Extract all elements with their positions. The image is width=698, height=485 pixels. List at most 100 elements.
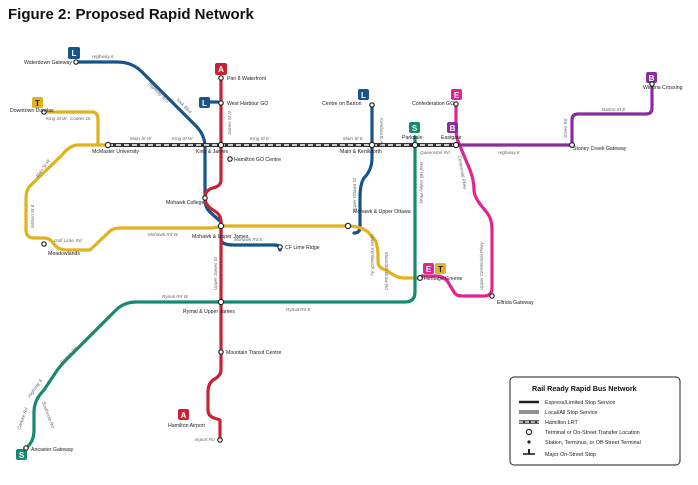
badge-s-ancaster: S bbox=[16, 449, 27, 460]
road-cootes-dr: Cootes Dr bbox=[70, 116, 91, 121]
badge-b-winona: B bbox=[646, 72, 657, 83]
badge-a-airport: A bbox=[178, 409, 189, 420]
svg-text:Local/All Stop Service: Local/All Stop Service bbox=[545, 410, 597, 416]
road-main-st-e: Main St E bbox=[343, 136, 364, 141]
station-main-kenilworth bbox=[368, 141, 376, 149]
station-dundas bbox=[41, 109, 47, 115]
legend-item-lrt: Hamilton LRT bbox=[519, 420, 579, 426]
station-centre-barton bbox=[369, 102, 375, 108]
route-badges: L A L T L S B E B E T A S bbox=[16, 47, 657, 460]
label-mcmaster: McMaster University bbox=[92, 149, 139, 155]
route-t-main bbox=[24, 143, 422, 280]
label-main-kenilworth: Main & Kenilworth bbox=[340, 149, 382, 155]
road-kenilworth-av: Kenilworth Av bbox=[379, 118, 384, 147]
road-king-st-w: King St W bbox=[46, 116, 67, 121]
svg-text:Hamilton LRT: Hamilton LRT bbox=[545, 420, 579, 426]
legend-item-local: Local/All Stop Service bbox=[519, 410, 597, 416]
svg-text:T: T bbox=[35, 99, 40, 108]
label-parkdale: Parkdale bbox=[402, 135, 423, 141]
station-ancaster bbox=[23, 445, 29, 451]
station-rymal-upper-james bbox=[217, 298, 225, 306]
station-airport bbox=[217, 437, 223, 443]
label-hamilton-go: Hamilton GO Centre bbox=[234, 157, 281, 163]
station-heritage-greene bbox=[417, 275, 424, 282]
legend-item-express: Express/Limited Stop Service bbox=[519, 400, 615, 406]
station-eastgate bbox=[452, 141, 460, 149]
label-mohawk-upper-ottawa: Mohawk & Upper Ottawa bbox=[353, 209, 411, 215]
label-waterdown: Waterdown Gateway bbox=[24, 60, 72, 66]
station-pier8 bbox=[218, 75, 224, 81]
road-highway403: Highway 403 bbox=[147, 81, 170, 104]
label-centre-barton: Centre on Barton bbox=[322, 101, 362, 107]
svg-text:B: B bbox=[450, 124, 456, 133]
legend-item-station: Station, Terminus, or Off-Street Termina… bbox=[527, 440, 641, 446]
svg-text:S: S bbox=[412, 124, 418, 133]
route-e bbox=[420, 102, 494, 298]
road-king-st-e: King St E bbox=[250, 136, 270, 141]
label-confederation: Confederation GO bbox=[412, 101, 454, 107]
svg-text:L: L bbox=[202, 99, 207, 108]
label-ancaster: Ancaster Gateway bbox=[31, 447, 74, 453]
label-winona: Winona Crossing bbox=[643, 85, 683, 91]
station-labels: Waterdown Gateway Pier 8 Waterfront West… bbox=[10, 60, 683, 453]
road-king-st-w2: King St W bbox=[172, 136, 193, 141]
svg-text:A: A bbox=[218, 65, 224, 74]
svg-text:Terminal or On-Street Transfer: Terminal or On-Street Transfer Location bbox=[545, 430, 640, 436]
label-stoney-creek: Stoney Creek Gateway bbox=[573, 146, 627, 152]
station-mountain-transit bbox=[218, 349, 224, 355]
road-rymal-rd-e: Rymal Rd E bbox=[286, 307, 311, 312]
figure-title: Figure 2: Proposed Rapid Network bbox=[8, 6, 254, 23]
road-golf-links-rd: Golf Links Rd bbox=[54, 238, 82, 243]
road-garner-rd: Garner Rd bbox=[59, 346, 78, 365]
route-s-line bbox=[24, 135, 417, 450]
station-winona bbox=[649, 81, 655, 87]
svg-text:B: B bbox=[649, 74, 655, 83]
station-hamilton-go bbox=[227, 156, 233, 162]
label-meadowlands: Meadowlands bbox=[48, 251, 80, 257]
legend-item-terminal: Terminal or On-Street Transfer Location bbox=[525, 428, 640, 436]
badge-t-heritage: T bbox=[435, 263, 446, 274]
route-e-line bbox=[420, 102, 494, 298]
road-queenston-rd: Queenston Rd bbox=[420, 150, 450, 155]
label-pier8: Pier 8 Waterfront bbox=[227, 76, 267, 82]
road-southcote-rd: Southcote Rd bbox=[41, 401, 55, 429]
station-westharbour bbox=[218, 100, 224, 106]
road-jones-rd: Jones Rd bbox=[563, 118, 568, 139]
route-s bbox=[24, 135, 417, 450]
road-highway6: Highway 6 bbox=[92, 54, 114, 59]
label-elfrida: Elfrida Gateway bbox=[497, 300, 534, 306]
station-confederation bbox=[453, 101, 459, 107]
station-king-james bbox=[217, 141, 225, 149]
road-carluke-rd: Carluke Rd bbox=[16, 407, 29, 431]
label-airport: Hamilton Airport bbox=[168, 423, 205, 429]
label-mountain-transit: Mountain Transit Centre bbox=[226, 350, 281, 356]
label-king-james: King & James bbox=[196, 149, 228, 155]
road-mohawk-rd-e: Mohawk Rd E bbox=[234, 237, 264, 242]
legend: Rail Ready Rapid Bus Network Express/Lim… bbox=[509, 376, 681, 466]
road-upper-kenilworth-av: Upper Kenilworth Av bbox=[370, 234, 375, 276]
label-westharbour: West Harbour GO bbox=[227, 101, 268, 107]
station-parkdale bbox=[411, 141, 419, 149]
route-l bbox=[74, 60, 374, 252]
road-rymal-rd-w: Rymal Rd W bbox=[162, 294, 188, 299]
svg-text:L: L bbox=[361, 91, 366, 100]
road-red-hill-valley-pkwy: Red Hill Valley Pkwy bbox=[419, 162, 424, 205]
legend-box bbox=[509, 376, 681, 466]
svg-text:Express/Limited Stop Service: Express/Limited Stop Service bbox=[545, 400, 615, 406]
station-mohawk-upper-ottawa bbox=[344, 222, 352, 230]
route-b bbox=[450, 82, 654, 147]
road-mohawk-rd-w: Mohawk Rd W bbox=[148, 232, 179, 237]
label-mohawk-upper-james: Mohawk & Upper James bbox=[192, 234, 249, 240]
station-cf-lime-ridge bbox=[277, 244, 283, 250]
road-james-st-n: James St N bbox=[227, 111, 232, 136]
badge-a-north: A bbox=[215, 63, 227, 75]
label-dundas: Downtown Dundas bbox=[10, 108, 54, 114]
svg-text:E: E bbox=[426, 265, 432, 274]
badge-l-westharbour: L bbox=[199, 97, 210, 108]
svg-text:Station, Terminus, or Off-Stre: Station, Terminus, or Off-Street Termina… bbox=[545, 440, 641, 446]
badge-e-heritage: E bbox=[423, 263, 434, 274]
station-mohawk-college bbox=[202, 195, 208, 201]
road-highway8: Highway 8 bbox=[498, 150, 520, 155]
road-upper-ottawa-st: Upper Ottawa St bbox=[352, 177, 357, 212]
